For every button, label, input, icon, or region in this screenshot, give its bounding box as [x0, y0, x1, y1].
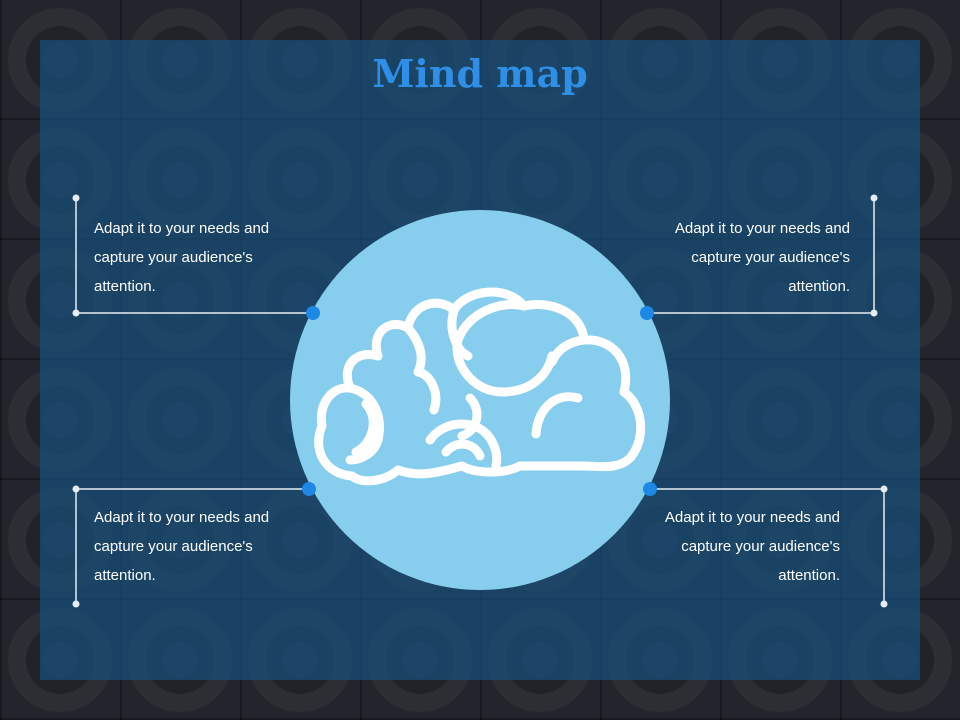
connector-bottom-right [643, 482, 888, 608]
connector-top-right [640, 194, 878, 320]
center-circle [290, 210, 670, 590]
page-title: Mind map [372, 51, 588, 96]
note-top-left: Adapt it to your needs and capture your … [94, 220, 270, 295]
connector-top-left [72, 194, 320, 320]
note-top-right: Adapt it to your needs and capture your … [674, 220, 850, 295]
note-bottom-left: Adapt it to your needs and capture your … [94, 509, 270, 584]
connector-bottom-left [72, 482, 316, 608]
brain-icon [314, 287, 646, 486]
note-bottom-right: Adapt it to your needs and capture your … [664, 509, 840, 584]
